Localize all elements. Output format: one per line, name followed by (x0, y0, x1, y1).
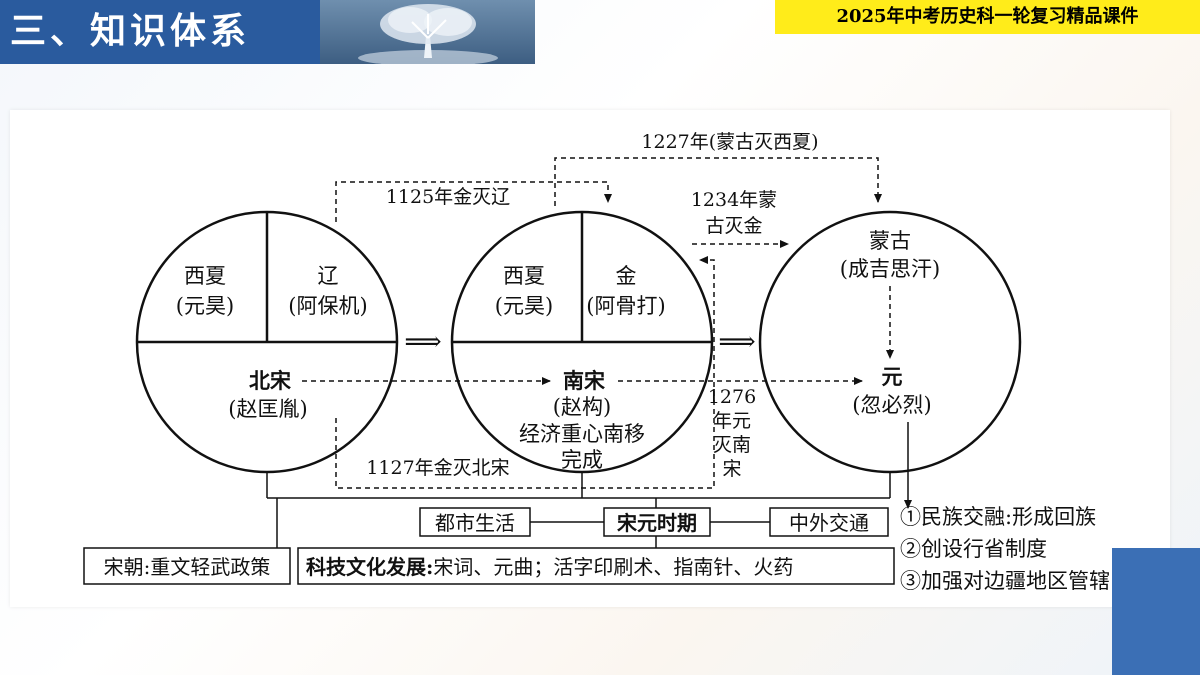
science-culture-label: 科技文化发展: (306, 555, 433, 579)
c1-liao-name: 辽 (318, 264, 339, 288)
c3-mongol-name: 蒙古 (869, 229, 911, 253)
song-yuan-period-label: 宋元时期 (617, 511, 697, 535)
science-culture-text: 科技文化发展:宋词、元曲；活字印刷术、指南针、火药 (306, 555, 793, 579)
box-science-culture (297, 547, 895, 585)
yuan-point-1: ①民族交融:形成回族 (900, 505, 1096, 529)
c2-xixia-name: 西夏 (503, 264, 545, 288)
c1-liao-ruler: (阿保机) (288, 294, 367, 318)
c3-yuan-ruler: (忽必烈) (852, 393, 931, 417)
connector-lines (266, 472, 891, 548)
foreign-exchange-label: 中外交通 (789, 511, 869, 535)
event-1234-line1: 1234年蒙 (691, 189, 777, 211)
yuan-point-3: ③加强对边疆地区管辖 (900, 569, 1110, 593)
tree-illustration (358, 4, 498, 64)
urban-life-label: 都市生活 (435, 511, 515, 535)
box-foreign-exchange (769, 507, 889, 537)
dynasty-diagram: 西夏 (元昊) 辽 (阿保机) 北宋 (赵匡胤) 西夏 (元昊) 金 (阿骨打)… (83, 131, 1110, 593)
c1-northern-song-ruler: (赵匡胤) (228, 397, 307, 421)
c2-southern-song-ruler: (赵构) (553, 395, 611, 419)
yuan-point-2: ②创设行省制度 (900, 537, 1047, 561)
section-title: 三、知识体系 (0, 0, 320, 64)
tree-banner-image (320, 0, 535, 64)
event-1276-line2: 年元 (713, 410, 751, 432)
event-1127-label: 1127年金灭北宋 (366, 457, 509, 479)
course-label: 2025年中考历史科一轮复习精品课件 (775, 0, 1200, 34)
transition-arrow-2: ⟹ (718, 327, 755, 357)
c2-economic-center-line1: 经济重心南移 (519, 422, 645, 446)
arrow-1127 (335, 256, 715, 489)
science-culture-content: 宋词、元曲；活字印刷术、指南针、火药 (433, 555, 793, 579)
c2-economic-center-line2: 完成 (561, 448, 603, 472)
event-1234-line2: 古灭金 (705, 215, 762, 237)
transition-arrow-1: ⟹ (404, 327, 441, 357)
knowledge-diagram-panel: 西夏 (元昊) 辽 (阿保机) 北宋 (赵匡胤) 西夏 (元昊) 金 (阿骨打)… (10, 110, 1170, 607)
c2-southern-song-name: 南宋 (563, 368, 605, 393)
c1-xixia-ruler: (元昊) (176, 294, 234, 318)
circle-northern-song-era (135, 210, 399, 474)
box-urban-life (419, 507, 531, 537)
box-song-policy (83, 547, 291, 585)
event-1125-label: 1125年金灭辽 (386, 186, 510, 208)
event-1276-line1: 1276 (708, 386, 756, 408)
c1-xixia-name: 西夏 (184, 264, 226, 288)
event-1227-label: 1227年(蒙古灭西夏) (641, 131, 818, 153)
c3-mongol-ruler: (成吉思汗) (840, 257, 940, 281)
event-1276-line3: 灭南 (713, 434, 751, 456)
c2-jin-ruler: (阿骨打) (586, 294, 665, 318)
box-song-yuan-period (603, 507, 711, 537)
c3-yuan-name: 元 (882, 364, 903, 389)
c2-xixia-ruler: (元昊) (495, 294, 553, 318)
arrow-1125 (335, 181, 612, 222)
c1-northern-song-name: 北宋 (249, 368, 291, 393)
arrow-1227 (554, 157, 882, 206)
event-1276-line4: 宋 (722, 458, 741, 480)
song-policy-label: 宋朝:重文轻武政策 (104, 555, 271, 579)
corner-decoration (1112, 548, 1200, 675)
c2-jin-name: 金 (616, 264, 637, 288)
